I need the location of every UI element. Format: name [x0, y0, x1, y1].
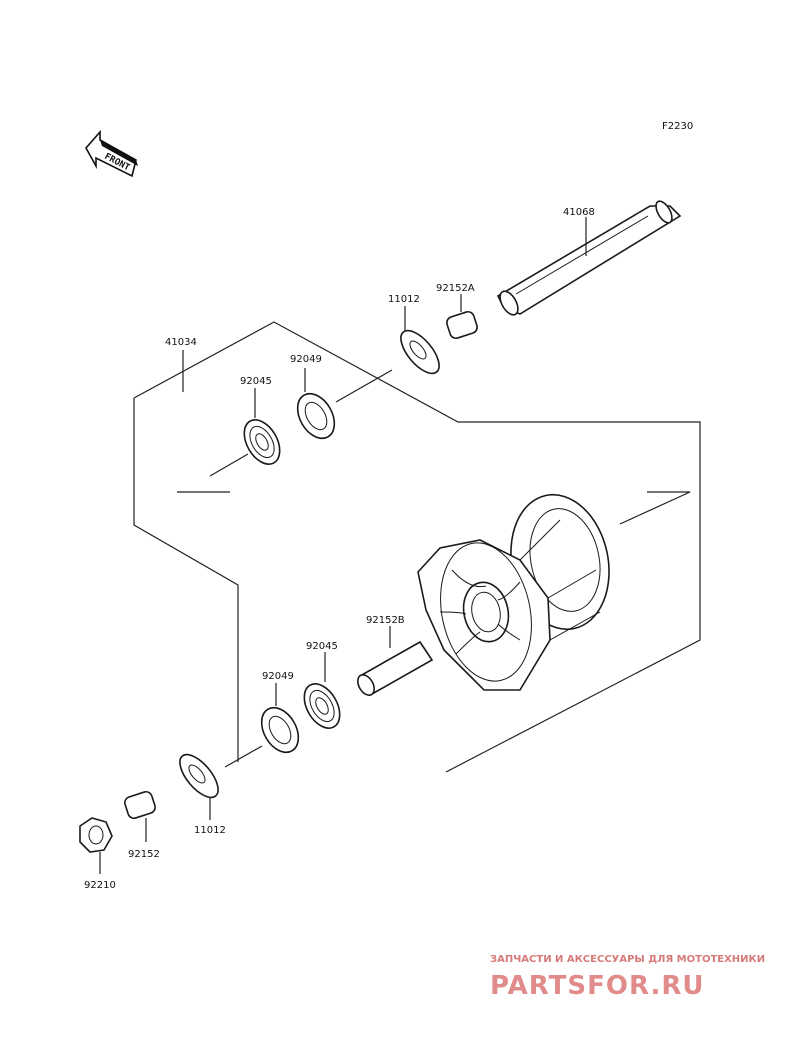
oil-seal-lower-part: 92049: [260, 671, 300, 754]
label-hub-group: 41034: [165, 337, 197, 348]
label-axle: 41068: [563, 207, 595, 218]
label-oil-seal-upper: 92049: [290, 354, 322, 365]
axis-line-upper: [335, 369, 393, 403]
watermark: ЗАПЧАСТИ И АКСЕССУАРЫ ДЛЯ МОТОТЕХНИКИ PA…: [490, 954, 765, 1001]
collar-left-part: 92152: [124, 790, 160, 860]
bearing-upper-part: 92045: [240, 376, 281, 465]
label-collar-left: 92152: [128, 849, 160, 860]
label-nut: 92210: [84, 880, 116, 891]
watermark-tagline: ЗАПЧАСТИ И АКСЕССУАРЫ ДЛЯ МОТОТЕХНИКИ: [490, 954, 765, 965]
bearing-lower-part: 92045: [303, 641, 341, 729]
seal-left-part: 11012: [179, 753, 226, 836]
figure-code: F2230: [662, 121, 693, 132]
axle-part: 41068: [496, 200, 682, 316]
watermark-logo: PARTSFOR.RU: [490, 971, 704, 1001]
axis-line-lower: [224, 745, 263, 768]
axis-line-upper-2: [209, 453, 249, 477]
oil-seal-upper-part: 92049: [290, 354, 336, 440]
collar-b-part: 92152B: [357, 615, 434, 696]
seal-right-part: 11012: [388, 294, 440, 375]
hub-group-outline: [133, 321, 701, 773]
wheel-hub-part: [417, 493, 610, 691]
label-seal-right: 11012: [388, 294, 420, 305]
label-bearing-lower: 92045: [306, 641, 338, 652]
collar-a-part: 92152A: [436, 283, 478, 340]
label-collar-a: 92152A: [436, 283, 475, 294]
label-collar-b: 92152B: [366, 615, 405, 626]
label-oil-seal-lower: 92049: [262, 671, 294, 682]
label-seal-left: 11012: [194, 825, 226, 836]
front-arrow-icon: FRONT: [85, 129, 138, 178]
label-bearing-upper: 92045: [240, 376, 272, 387]
nut-part: 92210: [79, 817, 116, 891]
